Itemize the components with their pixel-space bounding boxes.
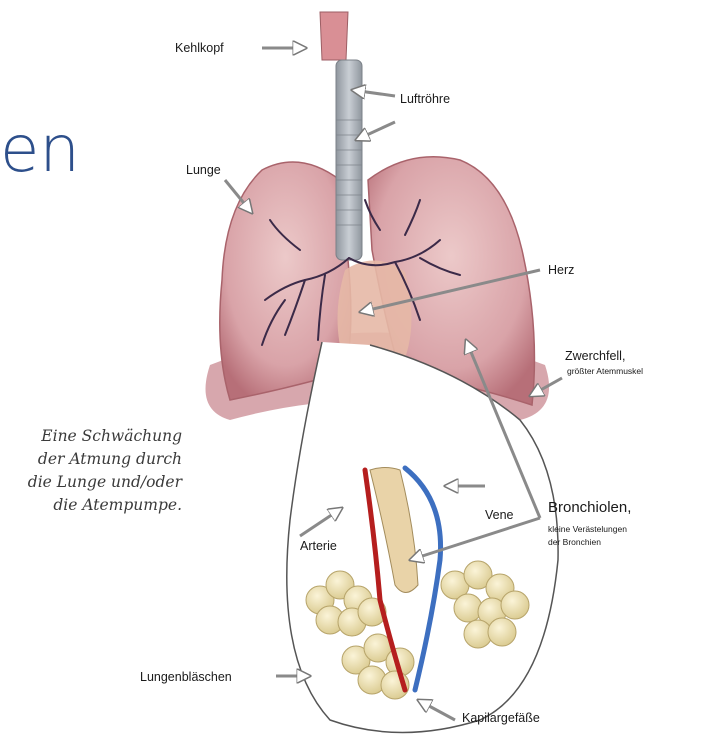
label-luftroehre: Luftröhre — [400, 92, 450, 106]
label-zwerchfell-sub: größter Atemmuskel — [567, 366, 643, 376]
label-zwerchfell: Zwerchfell, — [565, 349, 625, 363]
label-herz: Herz — [548, 263, 574, 277]
label-kehlkopf: Kehlkopf — [175, 41, 224, 55]
label-lungenblaeschen: Lungenbläschen — [140, 670, 232, 684]
label-kapilargefaesse: Kapilargefäße — [462, 711, 540, 725]
label-bronchiolen-sub-1: kleine Verästelungen — [548, 524, 627, 534]
label-vene: Vene — [485, 508, 514, 522]
label-bronchiolen-sub-2: der Bronchien — [548, 537, 601, 547]
label-bronchiolen: Bronchiolen, — [548, 499, 631, 516]
larynx — [320, 12, 348, 60]
label-lunge: Lunge — [186, 163, 221, 177]
label-arterie: Arterie — [300, 539, 337, 553]
